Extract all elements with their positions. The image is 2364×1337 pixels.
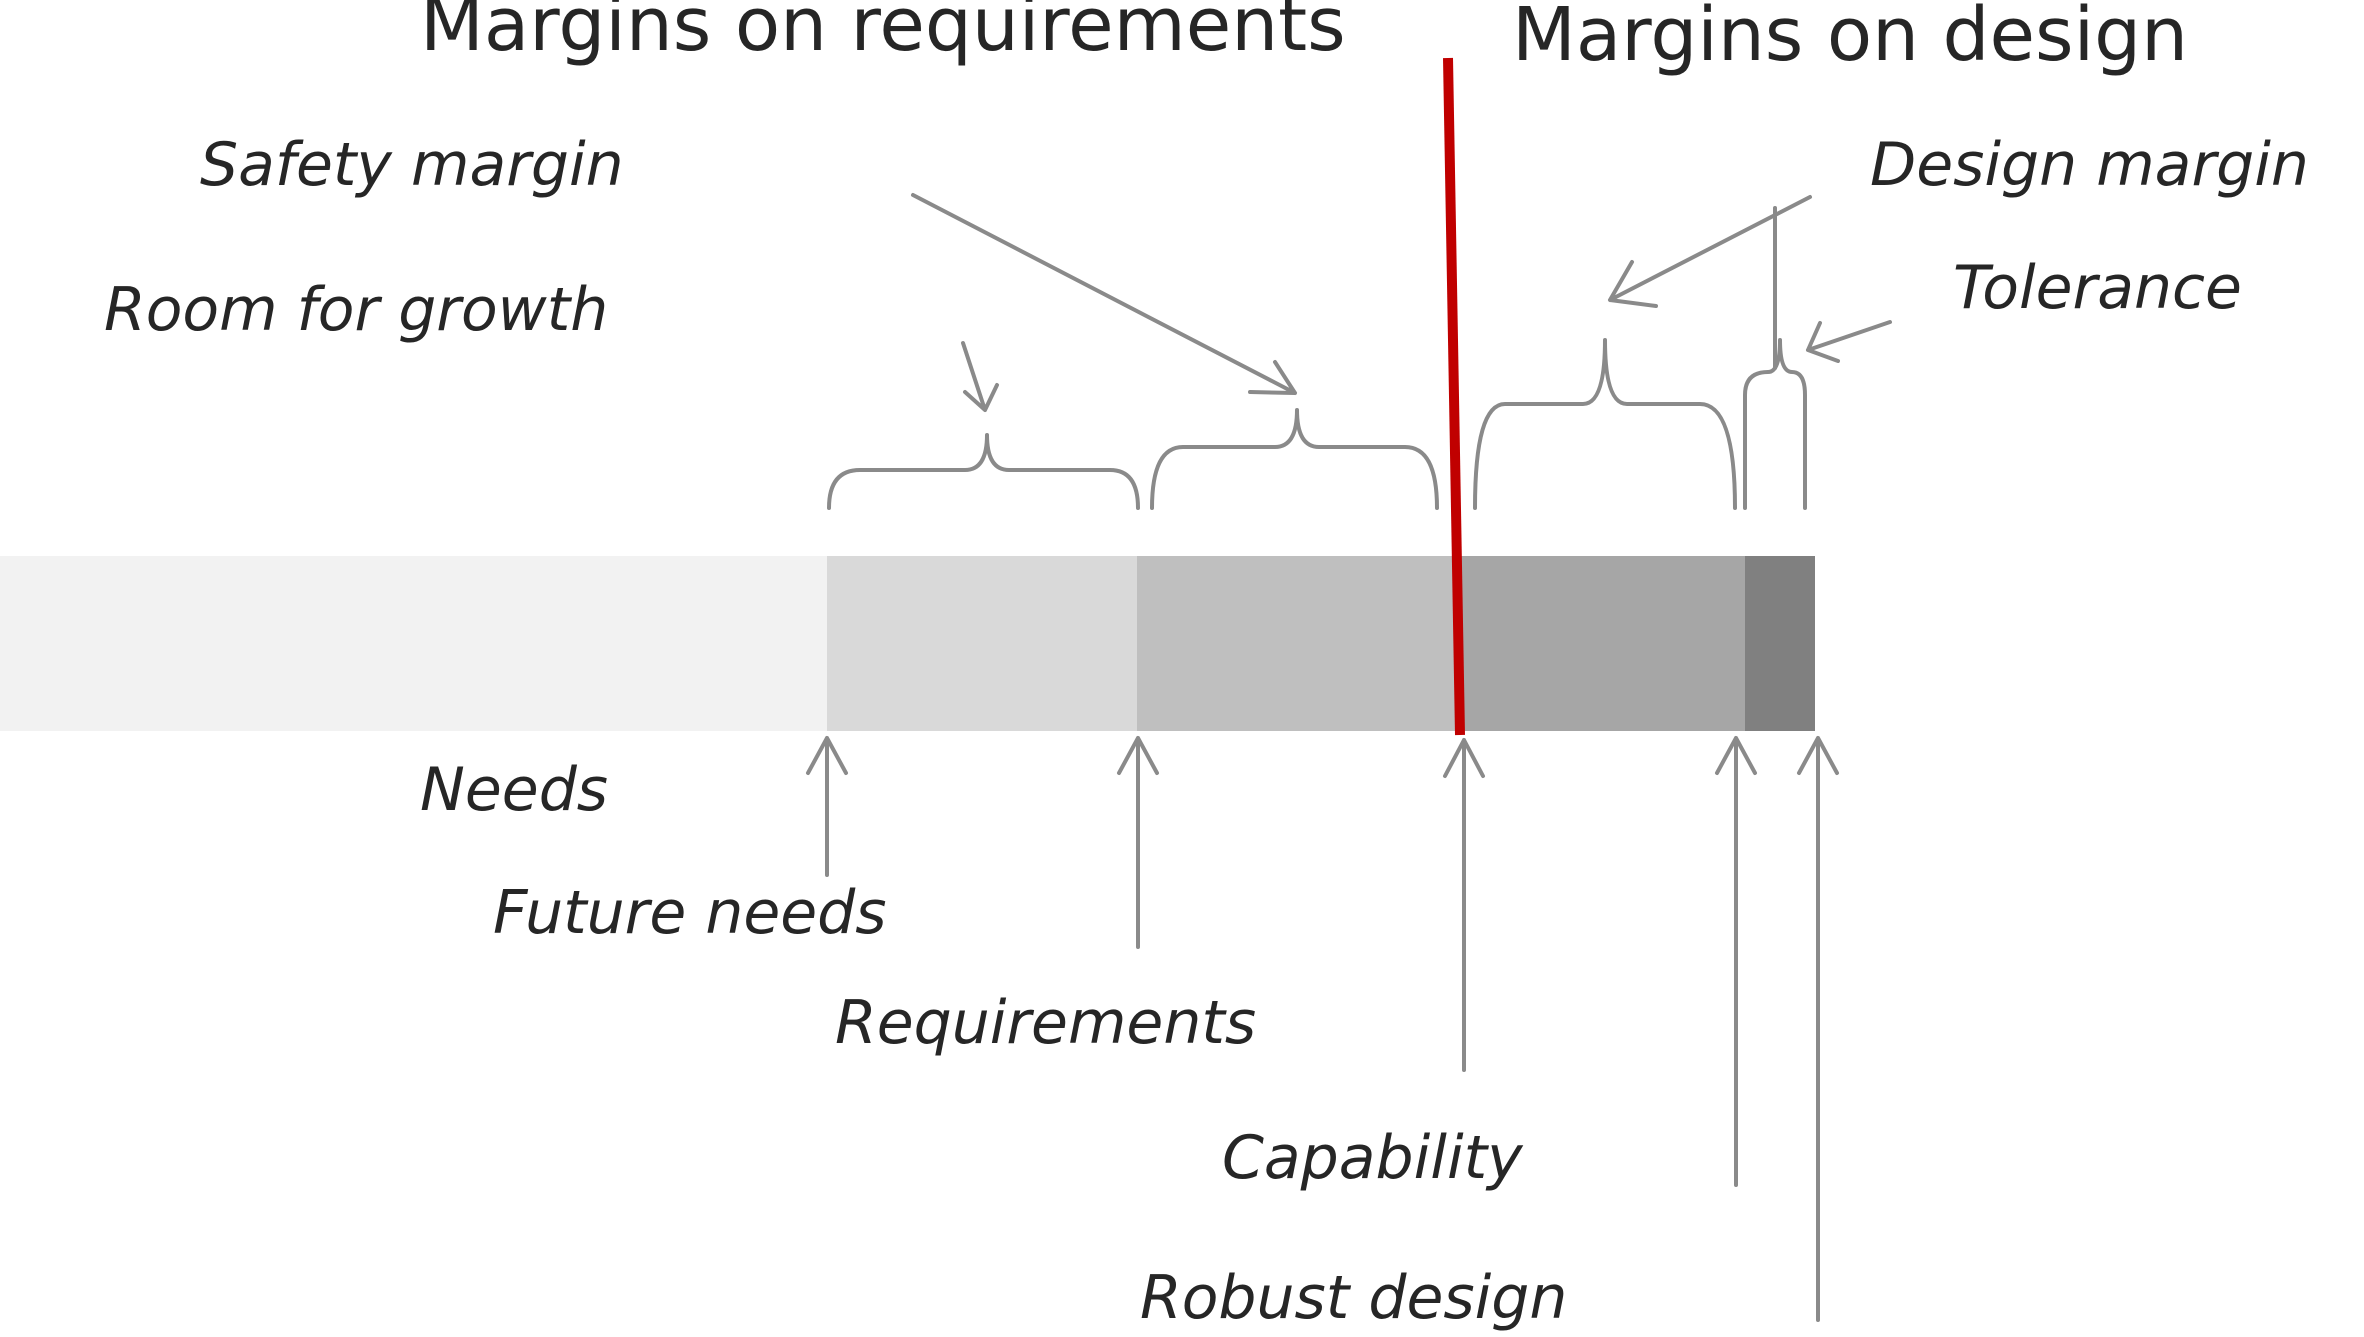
bar-segment-requirements [1137, 556, 1459, 731]
pointer-arrow-robust-design [1715, 736, 1757, 1187]
heading-margins-on-requirements: Margins on requirements [420, 0, 1346, 68]
heading-margins-on-design: Margins on design [1512, 0, 2188, 78]
bar-segment-needs [0, 556, 827, 731]
brace-tolerance [1743, 338, 1807, 510]
label-safety-margin: Safety margin [200, 130, 624, 200]
margin-braces [827, 338, 1807, 510]
pointer-arrow-capability [1443, 738, 1485, 1072]
label-requirements: Requirements [835, 988, 1256, 1058]
margin-bar [0, 556, 1815, 731]
callout-arrow-safety-margin [911, 193, 1297, 395]
callout-arrows [911, 193, 1892, 412]
label-room-for-growth: Room for growth [104, 275, 608, 345]
callout-arrow-tolerance [1806, 320, 1892, 363]
label-design-margin: Design margin [1870, 130, 2309, 200]
label-tolerance: Tolerance [1953, 253, 2242, 323]
brace-room-for-growth [827, 433, 1140, 510]
pointer-arrow-future-needs [806, 736, 848, 877]
label-capability: Capability [1222, 1123, 1524, 1193]
pointer-arrow-requirements [1117, 736, 1159, 949]
brace-safety-margin [1150, 408, 1439, 510]
callout-arrow-room-for-growth [961, 341, 999, 412]
margin-labels: Safety margin Room for growth Design mar… [104, 130, 2309, 1333]
label-needs: Needs [420, 755, 608, 825]
bar-segment-future-needs [827, 556, 1137, 731]
label-future-needs: Future needs [493, 878, 887, 948]
pointer-arrow-end [1797, 736, 1839, 1322]
label-robust-design: Robust design [1140, 1263, 1567, 1333]
callout-arrow-design-margin [1608, 195, 1812, 308]
brace-design-margin [1473, 338, 1737, 510]
pointer-arrows [806, 736, 1839, 1322]
requirements-design-divider [1443, 57, 1465, 736]
bar-segment-robust-design [1745, 556, 1815, 731]
bar-segment-capability [1459, 556, 1745, 731]
